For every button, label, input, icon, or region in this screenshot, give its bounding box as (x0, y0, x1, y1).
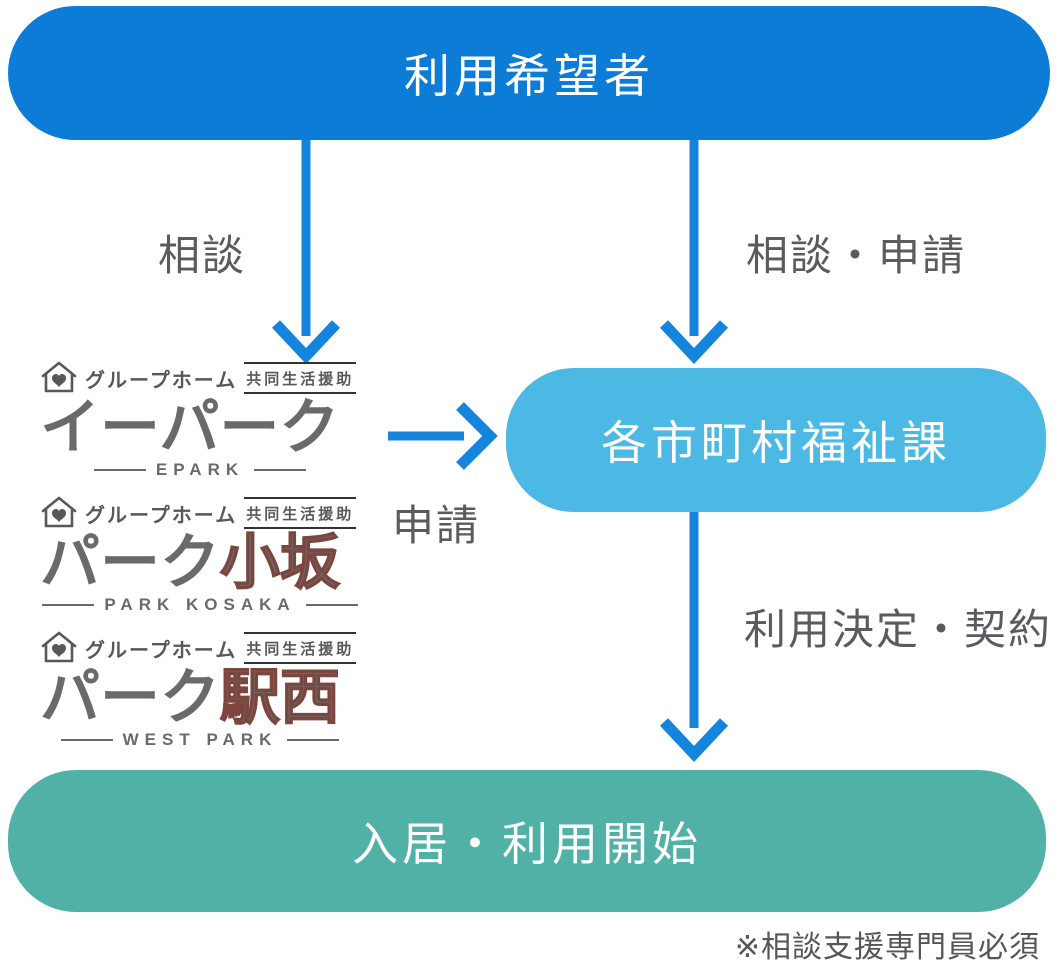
node-applicant: 利用希望者 (8, 6, 1050, 140)
logo-west-park-header: グループホーム 共同生活援助 (40, 630, 360, 666)
logo-epark-name: イーパーク (40, 397, 360, 458)
logo-name-kanji: 小坂 (219, 529, 341, 596)
romaji-dash-left (60, 739, 113, 742)
romaji-dash-left (93, 469, 146, 472)
node-welfare-label: 各市町村福祉課 (601, 417, 951, 469)
romaji-dash-right (254, 469, 307, 472)
romaji-dash-right (287, 739, 340, 742)
romaji-text: EPARK (155, 460, 245, 480)
romaji-dash-left (42, 604, 95, 607)
logo-west-park-name: パーク駅西 (40, 664, 360, 731)
logo-name-kana: イーパーク (40, 394, 340, 461)
logo-name-kana: パーク (40, 529, 220, 596)
logo-brand-text: グループホーム (85, 369, 238, 392)
edge-label-consult: 相談 (158, 232, 247, 279)
logo-brand-text: グループホーム (85, 504, 238, 527)
node-welfare-division: 各市町村福祉課 (506, 368, 1046, 512)
logo-west-park: グループホーム 共同生活援助 パーク駅西 WEST PARK (40, 630, 360, 750)
romaji-text: PARK KOSAKA (104, 595, 296, 615)
logo-epark-header: グループホーム 共同生活援助 (40, 360, 360, 396)
logo-park-kosaka-name: パーク小坂 (40, 529, 360, 596)
node-move-in-start: 入居・利用開始 (8, 770, 1046, 912)
arrow-consult-apply-down-icon (659, 140, 729, 365)
logo-west-park-romaji: WEST PARK (40, 730, 360, 750)
logo-epark: グループホーム 共同生活援助 イーパーク EPARK (40, 360, 360, 480)
logo-park-kosaka-romaji: PARK KOSAKA (40, 595, 360, 615)
arrow-decide-down-icon (659, 512, 729, 763)
logo-park-kosaka-header: グループホーム 共同生活援助 (40, 495, 360, 531)
arrow-apply-right-icon (388, 402, 498, 470)
edge-label-decide-contract: 利用決定・契約 (744, 606, 1053, 653)
logo-category-text: 共同生活援助 (244, 632, 357, 664)
romaji-text: WEST PARK (122, 730, 278, 750)
logo-name-kanji: 駅西 (219, 664, 341, 731)
romaji-dash-right (305, 604, 358, 607)
logo-category-text: 共同生活援助 (244, 497, 357, 529)
logo-brand-text: グループホーム (85, 639, 238, 662)
house-heart-icon (41, 361, 77, 393)
logo-park-kosaka: グループホーム 共同生活援助 パーク小坂 PARK KOSAKA (40, 495, 360, 615)
node-applicant-label: 利用希望者 (404, 50, 654, 102)
house-heart-icon (41, 496, 77, 528)
logo-category-text: 共同生活援助 (244, 362, 357, 394)
edge-label-apply: 申請 (392, 502, 481, 549)
arrow-consult-down-icon (271, 140, 341, 365)
footnote-consultation-specialist-required: ※相談支援専門員必須 (734, 931, 1040, 964)
house-heart-icon (41, 631, 77, 663)
node-start-label: 入居・利用開始 (352, 818, 702, 870)
logo-epark-romaji: EPARK (40, 460, 360, 480)
logo-name-kana: パーク (40, 664, 220, 731)
edge-label-consult-apply: 相談・申請 (746, 232, 967, 279)
